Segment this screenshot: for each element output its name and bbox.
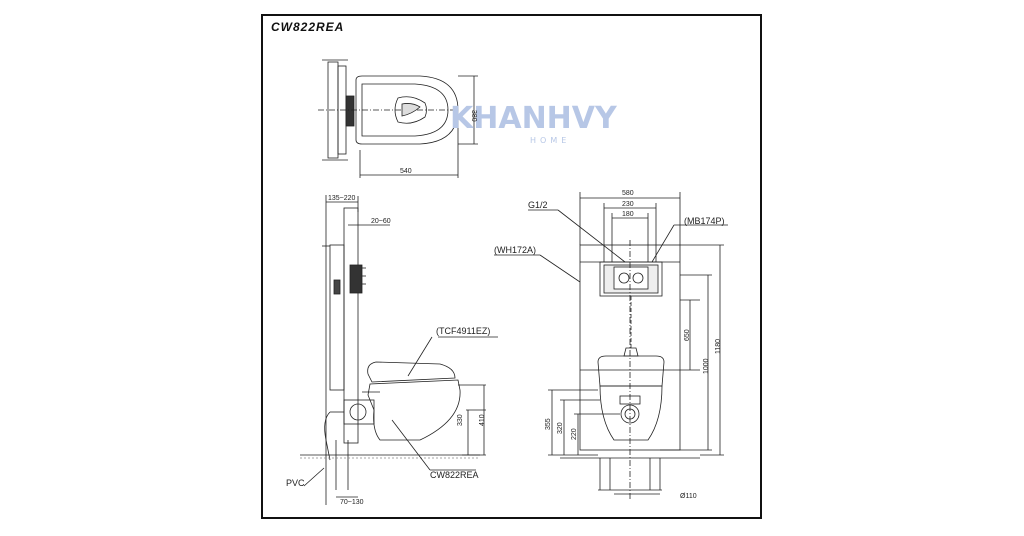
model-title: CW822REA [271, 20, 345, 34]
dim-380: 380 [470, 110, 477, 122]
dim-70-130: 70~130 [340, 499, 364, 506]
label-pvc: PVC [286, 478, 305, 488]
dim-diameter-110: Ø110 [680, 493, 697, 500]
dim-220: 220 [571, 428, 578, 440]
dim-355: 355 [545, 418, 552, 430]
dim-135-220: 135~220 [328, 195, 356, 202]
label-tcf4911ez: (TCF4911EZ) [436, 326, 490, 336]
dim-580: 580 [622, 190, 634, 197]
label-wh172a: (WH172A) [494, 245, 536, 255]
top-view [318, 59, 478, 178]
front-view [494, 192, 728, 500]
dim-330: 330 [457, 414, 464, 426]
dim-650: 650 [684, 329, 691, 341]
drawing-frame [261, 14, 762, 519]
dim-230: 230 [622, 201, 634, 208]
dim-180: 180 [622, 211, 634, 218]
dim-540: 540 [400, 168, 412, 175]
label-g12: G1/2 [528, 200, 548, 210]
dim-20-60: 20~60 [371, 218, 391, 225]
dim-410: 410 [479, 414, 486, 426]
dim-320: 320 [557, 422, 564, 434]
label-cw822rea: CW822REA [430, 470, 479, 480]
label-mb174p: (MB174P) [684, 216, 725, 226]
dim-1000: 1000 [703, 358, 710, 374]
watermark-sub: HOME [530, 136, 570, 145]
side-view [300, 195, 498, 505]
watermark-brand: KHANHVY [450, 101, 618, 136]
dim-1180: 1180 [715, 339, 722, 354]
